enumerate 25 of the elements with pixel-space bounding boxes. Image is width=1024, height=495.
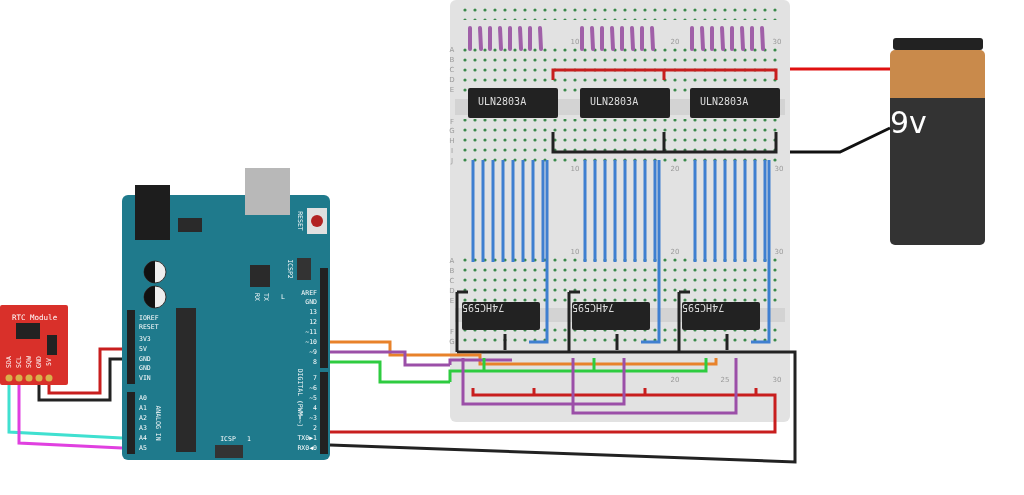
ic-chip (580, 88, 670, 118)
ic-chip (462, 302, 540, 330)
battery (890, 50, 985, 245)
chip-label: ULN2803A (589, 95, 639, 107)
chip-label: 74HC595 (682, 302, 726, 315)
chip-label: 74HC595 (572, 302, 616, 315)
ic-chip (682, 302, 760, 330)
wire (37, 357, 122, 402)
wire (330, 360, 450, 384)
wire (47, 347, 122, 395)
chip-label: 74HC595 (462, 302, 506, 315)
chip-label: ULN2803A (477, 95, 527, 107)
wire (7, 385, 123, 440)
wire (790, 126, 891, 154)
ic-chip (690, 88, 780, 118)
ic-chip (572, 302, 650, 330)
wire (330, 340, 450, 357)
ic-chip (468, 88, 558, 118)
chip-label: ULN2803A (699, 95, 749, 107)
wire (17, 385, 123, 450)
voltage-label: 9v (890, 104, 927, 138)
wire (330, 350, 450, 367)
wire (330, 422, 777, 434)
wire (790, 67, 890, 71)
wire (329, 350, 797, 464)
